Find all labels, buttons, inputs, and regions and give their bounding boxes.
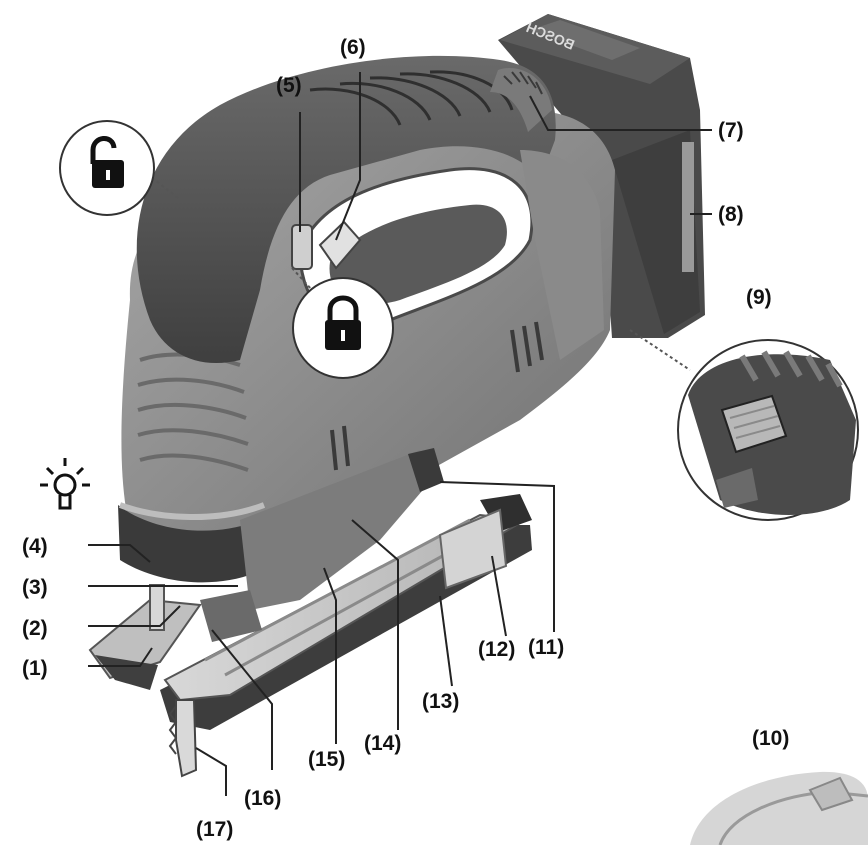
saw-blade [168, 699, 198, 778]
leader-lines [88, 72, 712, 796]
grip-texture [309, 70, 514, 126]
callout-label-6: (6) [340, 36, 366, 59]
callout-label-11: (11) [528, 636, 564, 659]
dust-extraction-adapter [690, 771, 868, 845]
callout-label-17: (17) [196, 818, 233, 841]
callout-label-2: (2) [22, 617, 48, 640]
battery-brand-plate: BOSCH [524, 19, 640, 60]
battery-release-callout [677, 339, 859, 521]
locked-padlock-icon [325, 295, 361, 350]
callout-label-13: (13) [422, 690, 459, 713]
callout-label-7: (7) [718, 119, 744, 142]
callout-label-16: (16) [244, 787, 281, 810]
callout-label-5: (5) [276, 74, 302, 97]
release-callout-dash [629, 329, 691, 371]
trigger-switch [318, 220, 362, 270]
unlocked-padlock-icon [90, 136, 124, 188]
callout-label-10: (10) [752, 727, 789, 750]
lock-callout-dash [291, 267, 313, 291]
callout-label-3: (3) [22, 576, 48, 599]
callout-label-8: (8) [718, 203, 744, 226]
callout-label-15: (15) [308, 748, 345, 771]
callout-label-14: (14) [364, 732, 401, 755]
base-plate [88, 448, 532, 730]
lock-off-switch [291, 224, 313, 270]
locked-padlock-callout [292, 277, 394, 379]
side-vents [330, 321, 544, 471]
light-bulb-icon [40, 458, 90, 510]
callout-label-4: (4) [22, 535, 48, 558]
callout-label-1: (1) [22, 657, 48, 680]
callout-label-9: (9) [746, 286, 772, 309]
callout-label-12: (12) [478, 638, 515, 661]
unlocked-padlock-callout [59, 120, 155, 216]
